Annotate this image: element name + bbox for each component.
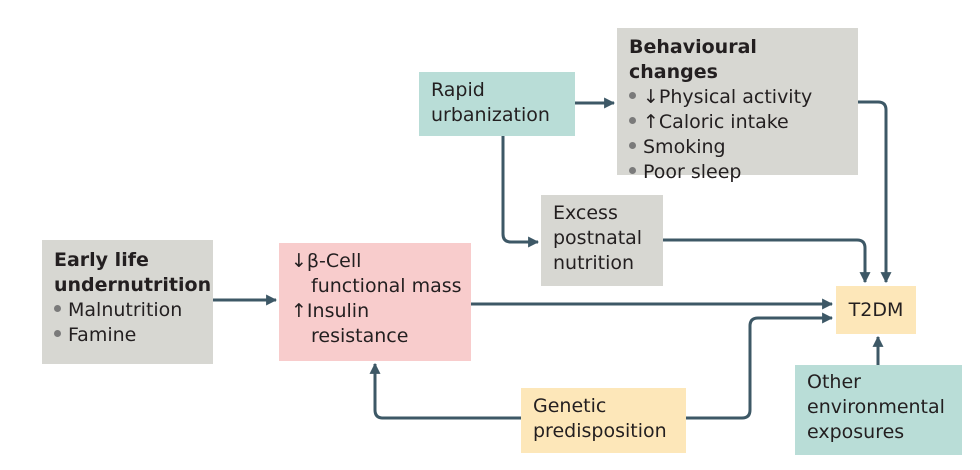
excess-nutrition-line: nutrition — [553, 252, 635, 274]
insulin-line: resistance — [311, 325, 409, 347]
bullet-caloric-intake: ↑Caloric intake — [629, 110, 846, 135]
rapid-urbanization-box: Rapid urbanization — [419, 72, 575, 136]
arrow-behavioural-to-t2dm — [858, 100, 892, 284]
urbanization-line: urbanization — [431, 104, 550, 126]
excess-postnatal-nutrition-box: Excess postnatal nutrition — [541, 195, 663, 286]
bullet-smoking: Smoking — [629, 135, 846, 160]
early-life-title: Early life undernutrition — [54, 248, 212, 298]
beta-cell-line: functional mass — [311, 275, 462, 297]
beta-cell-line: ↓β-Cell — [291, 250, 362, 272]
bullet-famine: Famine — [54, 323, 201, 348]
other-environmental-exposures-box: Other environmental exposures — [795, 365, 962, 455]
arrow-genetic-to-beta-cell — [369, 362, 521, 420]
arrow-excess-nutrition-to-t2dm — [663, 238, 871, 284]
t2dm-box: T2DM — [836, 286, 916, 334]
early-life-undernutrition-box: Early life undernutrition Malnutrition F… — [42, 240, 213, 364]
excess-nutrition-line: postnatal — [553, 227, 643, 249]
urbanization-line: Rapid — [431, 79, 485, 101]
bullet-malnutrition: Malnutrition — [54, 298, 201, 323]
genetic-predisposition-box: Genetic predisposition — [521, 388, 686, 453]
genetic-line: predisposition — [533, 420, 667, 442]
early-life-title-line: Early life — [54, 249, 149, 271]
arrow-urbanization-to-excess-nutrition — [501, 136, 540, 248]
t2dm-label: T2DM — [848, 298, 904, 321]
beta-cell-insulin-box: ↓β-Cell functional mass ↑Insulin resista… — [279, 243, 471, 361]
other-env-line: Other — [807, 371, 861, 393]
genetic-line: Genetic — [533, 395, 607, 417]
behavioural-changes-box: Behavioural changes ↓Physical activity ↑… — [617, 28, 858, 183]
bullet-physical-activity: ↓Physical activity — [629, 85, 846, 110]
arrow-genetic-to-t2dm — [686, 312, 834, 420]
other-env-line: exposures — [807, 421, 905, 443]
behavioural-title: Behavioural changes — [629, 36, 757, 83]
bullet-poor-sleep: Poor sleep — [629, 160, 846, 185]
early-life-title-line: undernutrition — [54, 274, 212, 296]
insulin-line: ↑Insulin — [291, 300, 370, 322]
other-env-line: environmental — [807, 396, 945, 418]
excess-nutrition-line: Excess — [553, 202, 618, 224]
